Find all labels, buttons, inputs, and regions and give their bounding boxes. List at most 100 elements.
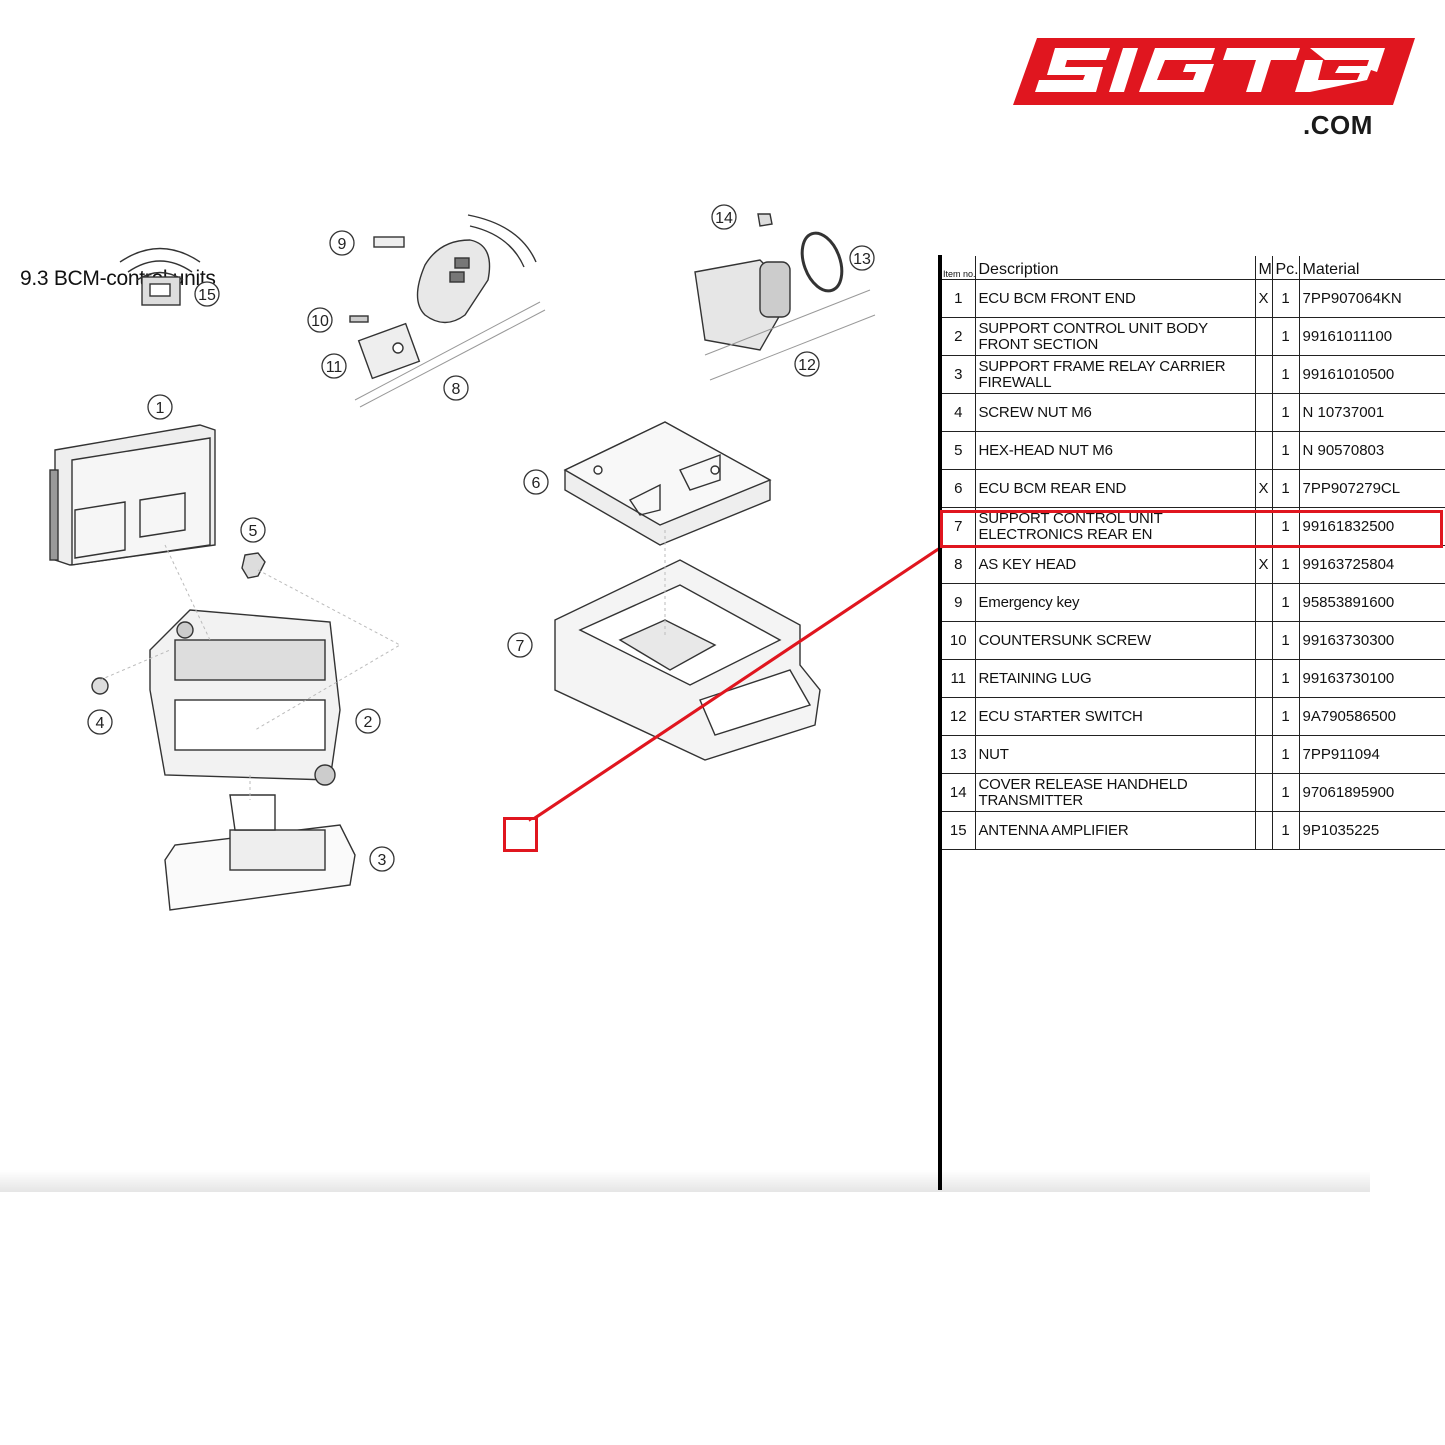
m-cell xyxy=(1254,773,1272,812)
pc-cell: 1 xyxy=(1271,393,1299,432)
description-cell: NUT xyxy=(974,735,1255,774)
item-no-cell: 3 xyxy=(942,355,975,394)
callout-1: 1 xyxy=(156,400,165,417)
pc-cell: 1 xyxy=(1271,583,1299,622)
col-m: M xyxy=(1254,256,1272,280)
col-description: Description xyxy=(974,256,1255,280)
m-cell xyxy=(1254,583,1272,622)
description-cell: ECU BCM REAR END xyxy=(974,469,1255,508)
m-cell xyxy=(1254,735,1272,774)
pc-cell: 1 xyxy=(1271,621,1299,660)
description-cell: SUPPORT CONTROL UNIT BODY FRONT SECTION xyxy=(974,317,1255,356)
m-cell xyxy=(1254,811,1272,850)
item-no-cell: 5 xyxy=(942,431,975,470)
callout-5: 5 xyxy=(249,523,258,540)
table-header-row: Item no. Description M Pc. Material xyxy=(942,256,1445,280)
pc-cell: 1 xyxy=(1271,545,1299,584)
starter-switch-part xyxy=(694,213,876,381)
support-rear-part xyxy=(554,559,821,761)
material-cell: 97061895900 xyxy=(1298,773,1445,812)
callout-12: 12 xyxy=(798,357,816,374)
description-cell: Emergency key xyxy=(974,583,1255,622)
pc-cell: 1 xyxy=(1271,507,1299,546)
material-cell: 99163730100 xyxy=(1298,659,1445,698)
callout-15: 15 xyxy=(198,287,216,304)
pc-cell: 1 xyxy=(1271,735,1299,774)
relay-carrier-part xyxy=(164,794,356,911)
material-cell: N 10737001 xyxy=(1298,393,1445,432)
item-no-cell: 1 xyxy=(942,279,975,318)
callout-4: 4 xyxy=(96,715,105,732)
hex-nut-part xyxy=(241,552,266,579)
callout-7: 7 xyxy=(516,638,525,655)
item-no-cell: 14 xyxy=(942,773,975,812)
m-cell xyxy=(1254,507,1272,546)
description-cell: HEX-HEAD NUT M6 xyxy=(974,431,1255,470)
description-cell: ANTENNA AMPLIFIER xyxy=(974,811,1255,850)
item-no-cell: 2 xyxy=(942,317,975,356)
brand-logo[interactable] xyxy=(1005,30,1420,145)
pc-cell: 1 xyxy=(1271,697,1299,736)
callout-7-highlight[interactable] xyxy=(503,817,538,852)
col-pc: Pc. xyxy=(1271,256,1299,280)
ecu-rear-part xyxy=(563,421,772,546)
exploded-parts-diagram: 1 2 3 4 5 6 7 8 9 10 11 12 13 14 15 xyxy=(49,204,876,911)
item-no-cell: 8 xyxy=(942,545,975,584)
callout-13: 13 xyxy=(853,251,871,268)
pc-cell: 1 xyxy=(1271,469,1299,508)
material-cell: 99161011100 xyxy=(1298,317,1445,356)
callout-10: 10 xyxy=(311,313,329,330)
page-bottom-shadow xyxy=(0,1170,1370,1192)
description-cell: RETAINING LUG xyxy=(974,659,1255,698)
pc-cell: 1 xyxy=(1271,355,1299,394)
brand-domain: .COM xyxy=(1303,110,1373,140)
description-cell: COVER RELEASE HANDHELD TRANSMITTER xyxy=(974,773,1255,812)
description-cell: AS KEY HEAD xyxy=(974,545,1255,584)
material-cell: 99161010500 xyxy=(1298,355,1445,394)
ecu-front-part xyxy=(49,424,216,566)
description-cell: COUNTERSUNK SCREW xyxy=(974,621,1255,660)
material-cell: 7PP911094 xyxy=(1298,735,1445,774)
description-cell: SUPPORT CONTROL UNIT ELECTRONICS REAR EN xyxy=(974,507,1255,546)
material-cell: 99161832500 xyxy=(1298,507,1445,546)
callout-9: 9 xyxy=(338,236,347,253)
material-cell: 9P1035225 xyxy=(1298,811,1445,850)
callout-6: 6 xyxy=(532,475,541,492)
item-no-cell: 13 xyxy=(942,735,975,774)
m-cell: X xyxy=(1254,545,1272,584)
support-front-part xyxy=(149,609,341,786)
material-cell: 7PP907064KN xyxy=(1298,279,1445,318)
item-no-cell: 15 xyxy=(942,811,975,850)
m-cell: X xyxy=(1254,279,1272,318)
callout-3: 3 xyxy=(378,852,387,869)
m-cell xyxy=(1254,697,1272,736)
col-item-no: Item no. xyxy=(942,256,975,280)
screw-nut-part xyxy=(91,677,109,695)
pc-cell: 1 xyxy=(1271,317,1299,356)
m-cell xyxy=(1254,431,1272,470)
callout-11: 11 xyxy=(326,359,343,376)
m-cell xyxy=(1254,621,1272,660)
pc-cell: 1 xyxy=(1271,773,1299,812)
pc-cell: 1 xyxy=(1271,659,1299,698)
item-no-cell: 4 xyxy=(942,393,975,432)
item-no-cell: 10 xyxy=(942,621,975,660)
m-cell xyxy=(1254,317,1272,356)
material-cell: 95853891600 xyxy=(1298,583,1445,622)
